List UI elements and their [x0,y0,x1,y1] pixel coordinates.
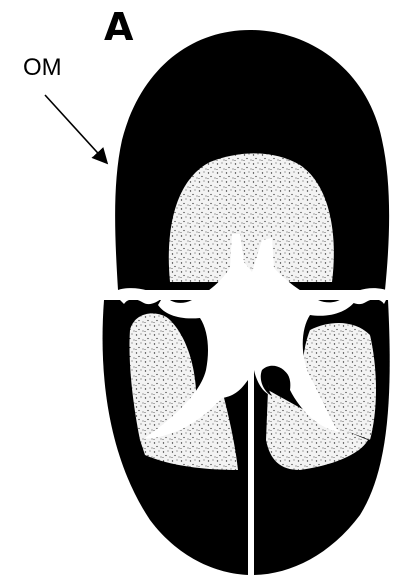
panel-letter: A [104,8,133,46]
om-label: OM [23,56,62,80]
arrow-icon [45,95,106,162]
